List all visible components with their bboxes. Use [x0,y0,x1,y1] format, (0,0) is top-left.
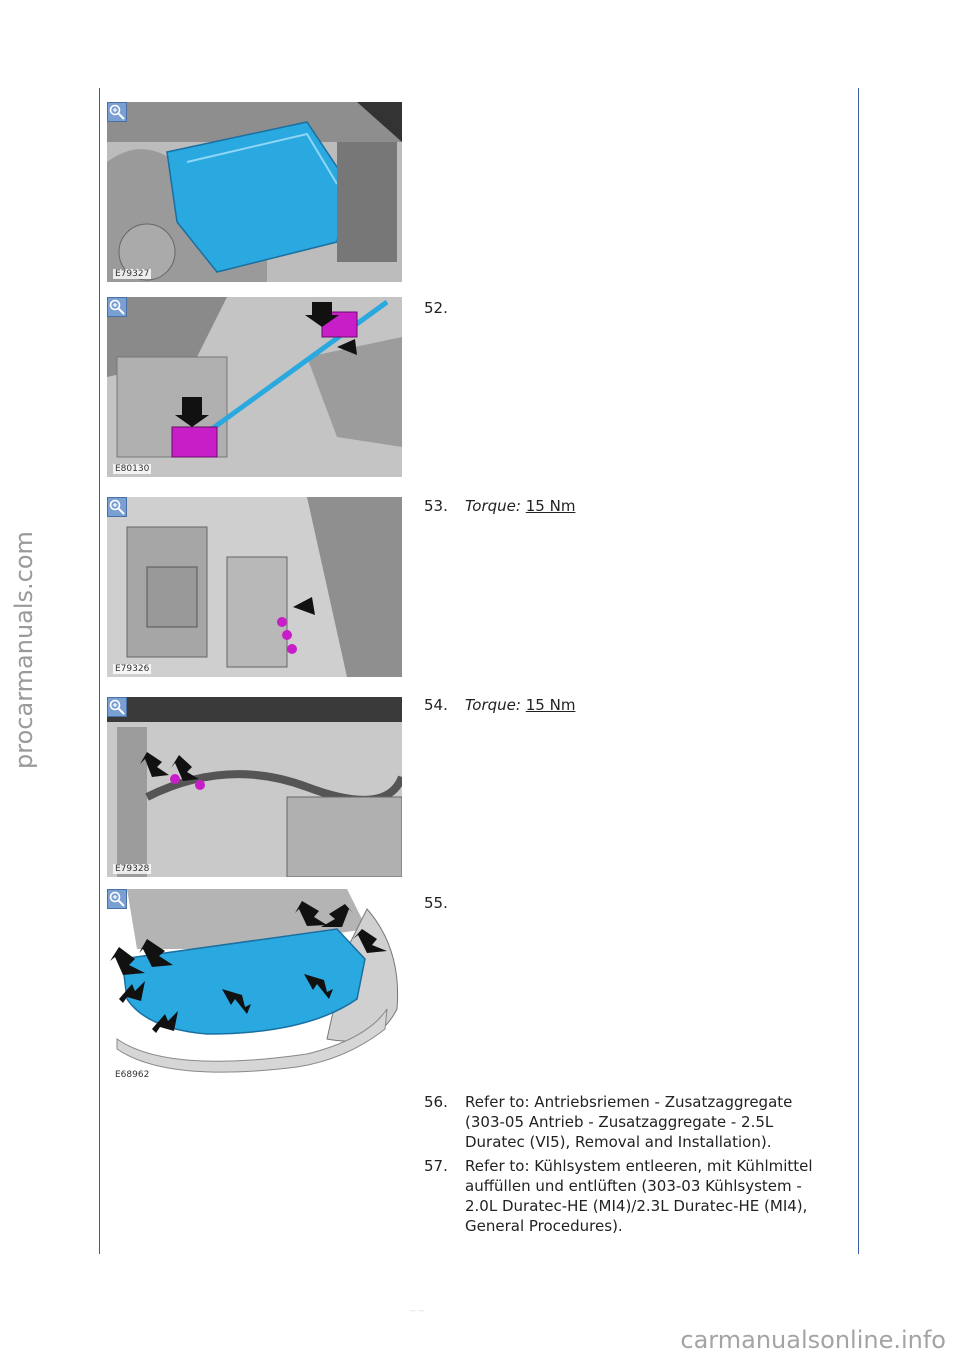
figure-e79327: E79327 [107,102,402,282]
figure-id-label: E68962 [113,1070,152,1080]
step-text: Refer to: Antriebsriemen - Zusatzaggrega… [465,1093,793,1151]
illustration-air-filter-cover [107,102,402,282]
bottom-watermark: carmanualsonline.info [680,1326,946,1354]
figure-e80130: E80130 [107,297,402,477]
figure-e79328: E79328 [107,697,402,877]
step-number: 54. [424,696,448,714]
step-number: 53. [424,497,448,515]
step-number: 52. [424,299,448,317]
torque-label: Torque: [465,497,521,515]
illustration-cable-bolts [107,697,402,877]
magnifier-plus-icon[interactable] [107,697,127,717]
torque-spec: Torque: 15 Nm [465,496,844,516]
step-53: 53. Torque: 15 Nm [424,496,844,516]
side-watermark-text: procarmanuals.com [10,531,38,769]
illustration-splash-shield [107,889,402,1083]
figure-e79326: E79326 [107,497,402,677]
figure-id-label: E79327 [113,269,152,279]
magnifier-plus-icon[interactable] [107,297,127,317]
side-watermark: procarmanuals.com [4,520,44,780]
step-57: 57. Refer to: Kühlsystem entleeren, mit … [424,1156,824,1236]
figure-id-label: E79328 [113,864,152,874]
magnifier-plus-icon[interactable] [107,889,127,909]
illustration-connectors [107,297,402,477]
figure-id-label: E80130 [113,464,152,474]
torque-label: Torque: [465,696,521,714]
magnifier-plus-icon[interactable] [107,102,127,122]
illustration-bracket-bolts [107,497,402,677]
step-54: 54. Torque: 15 Nm [424,695,844,715]
figure-e68962: E68962 [107,889,402,1083]
torque-spec: Torque: 15 Nm [465,695,844,715]
page-frame-left-line [99,88,100,1254]
step-number: 57. [424,1157,448,1175]
page-number: -- -- [410,1306,425,1315]
step-number: 56. [424,1093,448,1111]
page-frame-right-line [858,88,859,1254]
step-text: Refer to: Kühlsystem entleeren, mit Kühl… [465,1157,813,1235]
step-56: 56. Refer to: Antriebsriemen - Zusatzagg… [424,1092,824,1152]
torque-value-link[interactable]: 15 Nm [525,696,576,714]
figure-id-label: E79326 [113,664,152,674]
torque-value-link[interactable]: 15 Nm [525,497,576,515]
magnifier-plus-icon[interactable] [107,497,127,517]
step-number: 55. [424,894,448,912]
